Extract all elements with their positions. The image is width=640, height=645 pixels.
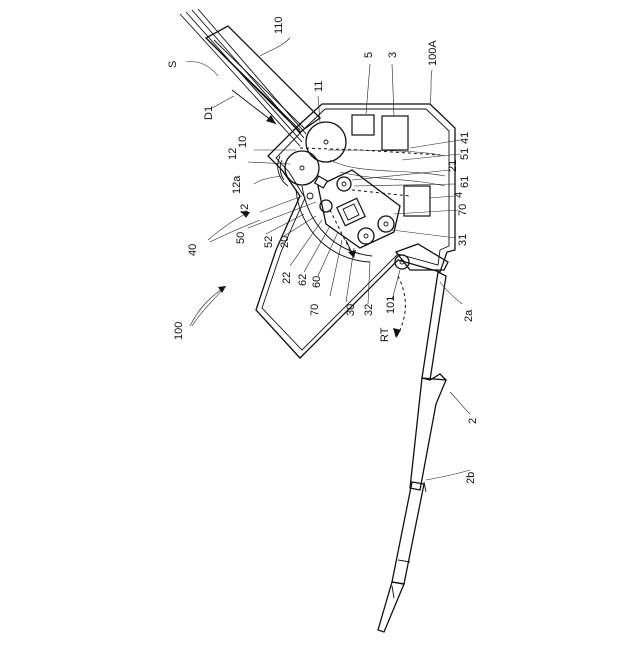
label-11: 11: [313, 81, 325, 92]
label-30: 30: [345, 304, 357, 316]
label-60: 60: [311, 276, 323, 288]
reference-labels: 110 S 5 3 100A D1 11 10 12 41 51 21 61 1…: [167, 16, 479, 484]
label-4: 4: [453, 192, 465, 198]
label-20: 20: [279, 236, 291, 248]
housing-outline: [256, 104, 455, 358]
label-12a: 12a: [231, 175, 243, 194]
label-52: 52: [263, 236, 275, 248]
label-100A: 100A: [427, 40, 439, 66]
label-62: 62: [297, 274, 309, 286]
component-3: [382, 116, 408, 150]
sheet-stack: [180, 9, 306, 146]
label-2: 2: [467, 418, 479, 424]
label-32: 32: [363, 304, 375, 316]
label-51: 51: [459, 148, 471, 160]
label-40: 40: [187, 244, 199, 256]
label-101: 101: [385, 296, 397, 314]
label-100: 100: [173, 322, 185, 340]
reference-arrows: [190, 212, 250, 326]
label-12: 12: [227, 148, 239, 160]
component-4: [404, 186, 430, 216]
label-70-left: 70: [309, 304, 321, 316]
label-RT: RT: [379, 327, 391, 342]
label-31: 31: [457, 234, 469, 246]
label-21: 21: [447, 160, 459, 172]
label-5: 5: [363, 52, 375, 58]
label-61: 61: [459, 176, 471, 188]
feed-tray-110: [206, 26, 320, 132]
label-22: 22: [281, 272, 293, 284]
label-50: 50: [235, 232, 247, 244]
label-10: 10: [237, 136, 249, 148]
label-41: 41: [459, 132, 471, 144]
label-3: 3: [387, 52, 399, 58]
label-2b: 2b: [465, 472, 477, 484]
label-D1: D1: [203, 106, 215, 120]
label-70-right: 70: [457, 204, 469, 216]
transport-unit: [307, 170, 400, 248]
component-5: [352, 115, 374, 135]
label-110: 110: [273, 16, 285, 34]
label-S: S: [167, 61, 179, 68]
label-2a: 2a: [463, 309, 475, 322]
feed-roller-11: [306, 122, 346, 162]
output-tray-2: [378, 272, 446, 632]
